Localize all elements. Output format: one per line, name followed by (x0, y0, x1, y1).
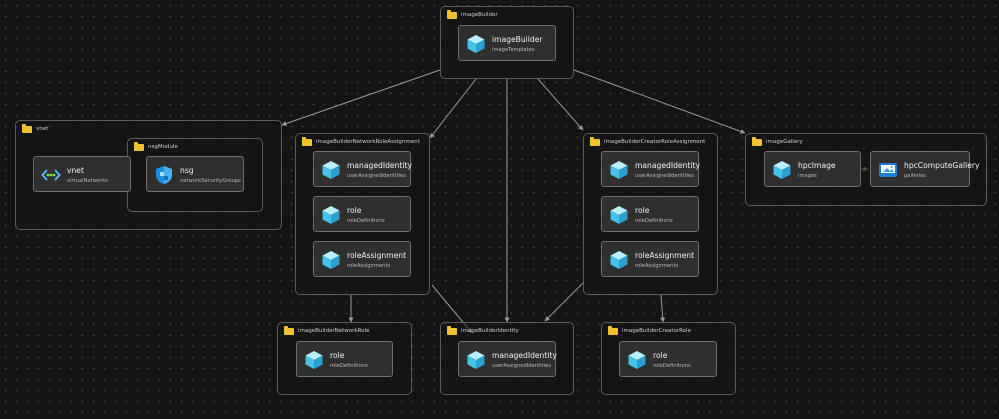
node-title: roleAssignment (635, 251, 695, 260)
node-subtitle: galleries (904, 173, 927, 179)
node-n_cra_role[interactable]: role roleDefinitions (601, 196, 699, 232)
node-title: managedIdentity (347, 161, 412, 170)
folder-icon (447, 326, 457, 335)
edge-imageBuilder-to-vnet (281, 69, 441, 126)
cube-icon (466, 350, 486, 370)
group-label: imageBuilderCreatorRoleAssignment (604, 139, 706, 145)
shield-icon (154, 165, 174, 185)
cube-icon (304, 350, 324, 370)
group-header: imageBuilderCreatorRole (608, 326, 691, 335)
group-header: imageBuilder (447, 10, 498, 19)
node-subtitle: roleDefinitions (653, 363, 691, 369)
cube-icon (609, 205, 629, 225)
edge-imageBuilder-to-imageBuilderCreatorRoleAssignment (537, 78, 584, 131)
node-n_hpcimage[interactable]: hpcImage images (764, 151, 861, 187)
node-title: hpcImage (798, 161, 836, 170)
node-n_gallery[interactable]: hpcComputeGallery galleries (870, 151, 979, 187)
edge-imageBuilder-to-imageGallery (573, 69, 746, 134)
node-n_ib[interactable]: imageBuilder imageTemplates (458, 25, 556, 61)
node-subtitle: roleDefinitions (635, 218, 673, 224)
node-subtitle: userAssignedIdentities (492, 363, 551, 369)
node-subtitle: roleAssignments (635, 263, 679, 269)
gallery-icon (878, 160, 898, 180)
group-label: imageBuilderCreatorRole (622, 328, 691, 334)
folder-icon (608, 326, 618, 335)
node-title: roleAssignment (347, 251, 407, 260)
node-title: managedIdentity (492, 351, 557, 360)
vnet-icon (41, 165, 61, 185)
node-subtitle: networkSecurityGroups (180, 178, 241, 184)
node-title: hpcComputeGallery (904, 161, 980, 170)
node-n_nsg[interactable]: nsg networkSecurityGroups (146, 156, 244, 192)
node-n_vnet[interactable]: vnet virtualNetworks (33, 156, 131, 192)
cube-icon (321, 250, 341, 270)
cube-icon (321, 205, 341, 225)
group-label: imageGallery (766, 139, 803, 145)
node-n_nr_role[interactable]: role roleDefinitions (296, 341, 393, 377)
cube-icon (772, 160, 792, 180)
group-label: vnet (36, 126, 49, 132)
group-header: imageGallery (752, 137, 803, 146)
node-title: nsg (180, 166, 194, 175)
node-subtitle: roleDefinitions (347, 218, 385, 224)
cube-icon (321, 160, 341, 180)
group-label: imageBuilderIdentity (461, 328, 519, 334)
cube-icon (627, 350, 647, 370)
cube-icon (466, 34, 486, 54)
folder-icon (22, 124, 32, 133)
group-header: vnet (22, 124, 49, 133)
folder-icon (752, 137, 762, 146)
edge-imageBuilderCreatorRoleAssignment-to-imageBuilderCreatorRole (660, 294, 666, 323)
node-n_nra_ra[interactable]: roleAssignment roleAssignments (313, 241, 411, 277)
node-title: managedIdentity (635, 161, 700, 170)
node-title: role (635, 206, 650, 215)
group-header: imageBuilderNetworkRole (284, 326, 370, 335)
node-title: imageBuilder (492, 35, 543, 44)
node-n_cra_mi[interactable]: managedIdentity userAssignedIdentities (601, 151, 700, 187)
node-n_id_mi[interactable]: managedIdentity userAssignedIdentities (458, 341, 557, 377)
node-subtitle: userAssignedIdentities (635, 173, 694, 179)
folder-icon (302, 137, 312, 146)
node-subtitle: roleAssignments (347, 263, 391, 269)
node-subtitle: images (798, 173, 817, 179)
group-label: imageBuilder (461, 12, 498, 18)
node-subtitle: roleDefinitions (330, 363, 368, 369)
node-n_cr_role[interactable]: role roleDefinitions (619, 341, 717, 377)
node-title: role (347, 206, 362, 215)
node-subtitle: userAssignedIdentities (347, 173, 406, 179)
group-label: imageBuilderNetworkRoleAssignment (316, 139, 420, 145)
folder-icon (590, 137, 600, 146)
folder-icon (134, 142, 144, 151)
node-title: role (653, 351, 668, 360)
edge-imageBuilderCreatorRoleAssignment-to-imageBuilderIdentity (544, 282, 584, 322)
cube-icon (609, 160, 629, 180)
group-header: nsgModule (134, 142, 178, 151)
group-label: imageBuilderNetworkRole (298, 328, 370, 334)
node-subtitle: imageTemplates (492, 47, 535, 53)
node-n_cra_ra[interactable]: roleAssignment roleAssignments (601, 241, 699, 277)
node-n_nra_mi[interactable]: managedIdentity userAssignedIdentities (313, 151, 412, 187)
folder-icon (284, 326, 294, 335)
folder-icon (447, 10, 457, 19)
group-header: imageBuilderNetworkRoleAssignment (302, 137, 420, 146)
cube-icon (609, 250, 629, 270)
group-header: imageBuilderCreatorRoleAssignment (590, 137, 706, 146)
edge-imageBuilder-to-imageBuilderNetworkRoleAssignment (429, 78, 477, 139)
node-title: vnet (67, 166, 84, 175)
group-label: nsgModule (148, 144, 178, 150)
group-header: imageBuilderIdentity (447, 326, 519, 335)
node-n_nra_role[interactable]: role roleDefinitions (313, 196, 411, 232)
node-subtitle: virtualNetworks (67, 178, 108, 184)
node-title: role (330, 351, 345, 360)
